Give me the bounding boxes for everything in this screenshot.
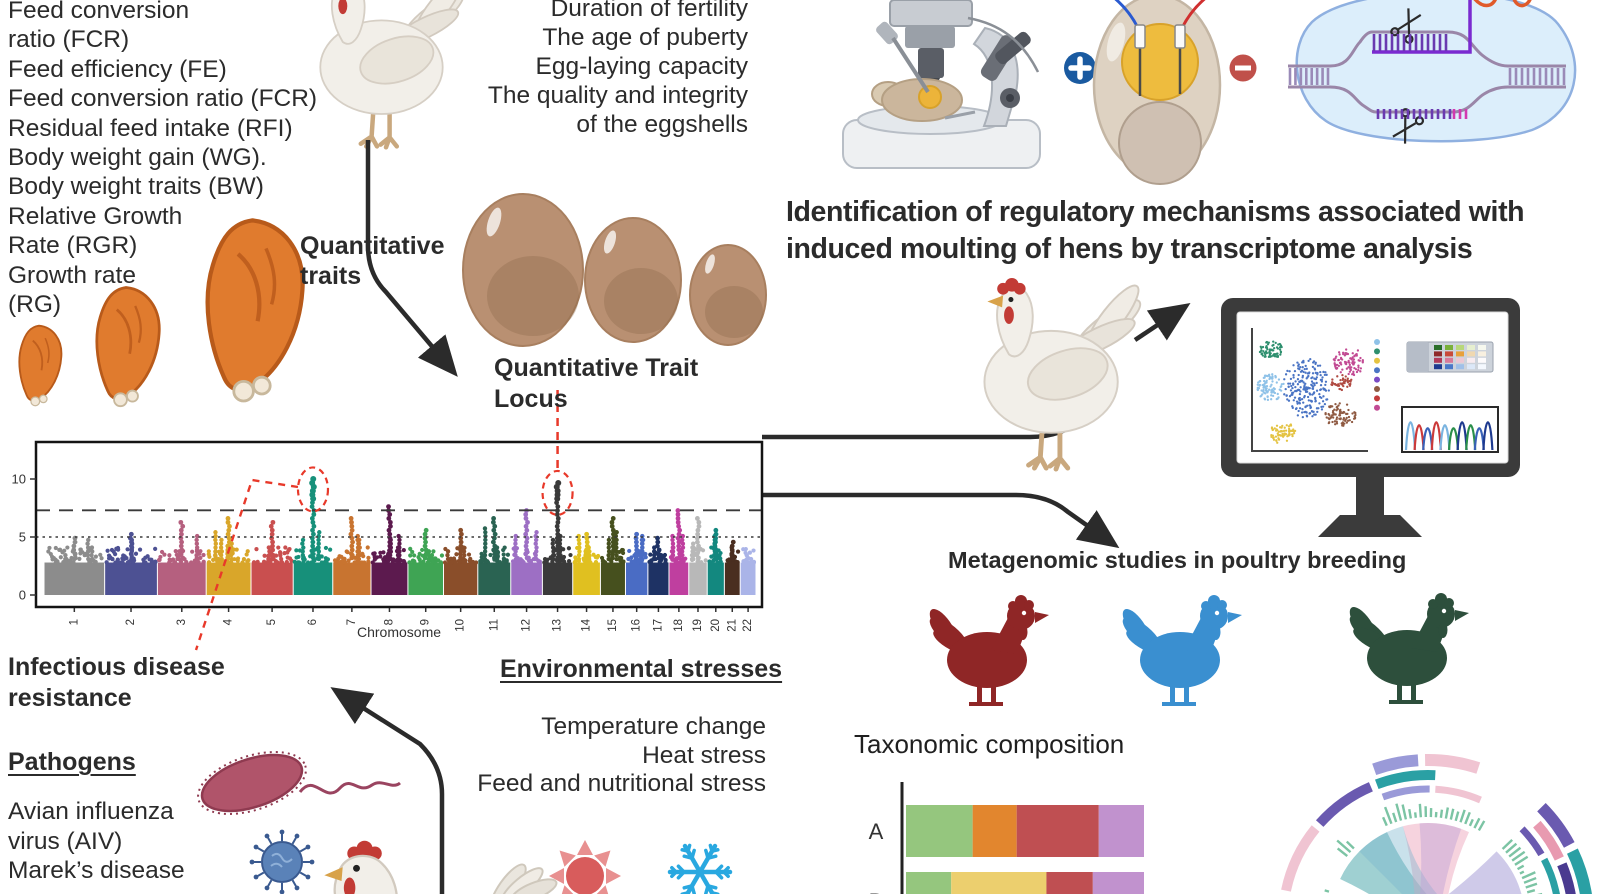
eggs-illustration	[462, 193, 767, 347]
svg-text:19: 19	[692, 619, 704, 632]
flow-arrows	[330, 140, 458, 894]
svg-text:2: 2	[125, 619, 137, 625]
svg-text:9: 9	[420, 619, 432, 625]
crispr-cas9-illustration	[1288, 0, 1577, 144]
hen-illustration-middle	[984, 278, 1146, 469]
svg-text:15: 15	[607, 619, 619, 632]
svg-text:10: 10	[455, 619, 467, 632]
environmental-stresses-heading: Environmental stresses	[500, 655, 783, 683]
chicken-head-bottom	[324, 840, 398, 894]
text-line: virus (AIV)	[8, 827, 123, 855]
svg-text:0: 0	[19, 588, 26, 603]
qtl-label: Quantitative Trait Locus	[494, 354, 699, 413]
svg-text:18: 18	[673, 619, 685, 632]
svg-text:20: 20	[710, 619, 722, 632]
svg-text:5: 5	[19, 530, 26, 545]
text-line: Duration of fertility	[550, 0, 748, 22]
metagenomic-heading: Metagenomic studies in poultry breeding	[948, 547, 1407, 573]
transcriptome-heading: Identification of regulatory mechanisms …	[786, 196, 1525, 265]
infectious-disease-label: Infectious disease resistance	[8, 653, 225, 712]
text-line: (RG)	[8, 291, 62, 319]
circos-chord-diagram	[1281, 754, 1592, 894]
chicken-silhouette-red	[924, 595, 1049, 706]
svg-text:21: 21	[726, 619, 738, 632]
text-line: Feed conversion	[8, 0, 190, 24]
quantitative-traits-arrow	[365, 140, 458, 377]
quantitative-traits-label: Quantitative traits	[300, 232, 445, 290]
text-line: Marek’s disease	[8, 857, 185, 884]
text-line: Feed efficiency (FE)	[8, 55, 227, 83]
stress-to-plot-arrow	[330, 687, 445, 894]
pathogens-heading: Pathogens	[8, 748, 136, 776]
text-line: Growth rate	[8, 261, 136, 289]
chicken-silhouette-blue	[1117, 595, 1242, 706]
svg-text:6: 6	[307, 619, 319, 625]
svg-text:8: 8	[383, 619, 395, 625]
text-line: Avian influenza	[8, 798, 174, 825]
taxonomic-composition-chart: AB	[869, 782, 1144, 894]
text-line: Heat stress	[642, 741, 766, 769]
tsne-plot	[1251, 328, 1380, 452]
chicken-silhouette-green	[1344, 593, 1469, 704]
svg-text:3: 3	[176, 619, 188, 625]
svg-text:5: 5	[266, 619, 278, 625]
bacterium-illustration	[197, 751, 401, 815]
text-line: The quality and integrity	[487, 82, 748, 109]
text-line: Residual feed intake (RFI)	[8, 114, 293, 142]
svg-text:12: 12	[521, 619, 533, 632]
svg-text:17: 17	[652, 619, 664, 632]
text-line: Body weight gain (WG).	[8, 144, 267, 172]
svg-text:B: B	[869, 889, 884, 894]
svg-text:16: 16	[631, 619, 643, 632]
sun-icon	[549, 840, 621, 894]
virus-icon	[249, 829, 315, 894]
text-line: The age of puberty	[542, 24, 748, 51]
hen-to-monitor-arrow	[1133, 303, 1191, 342]
text-line: Relative Growth	[8, 202, 183, 230]
text-line: ratio (FCR)	[8, 26, 130, 54]
svg-text:10: 10	[12, 472, 26, 487]
svg-text:11: 11	[488, 619, 500, 631]
microarray-slide	[1406, 341, 1494, 373]
text-line: Rate (RGR)	[8, 232, 138, 260]
text-line: Egg-laying capacity	[535, 53, 748, 80]
silhouette-chickens	[924, 593, 1469, 706]
text-line: Feed and nutritional stress	[477, 770, 766, 798]
egg-electroporation-illustration	[1092, 0, 1222, 185]
minus-icon	[1229, 54, 1257, 82]
svg-text:Chromosome: Chromosome	[357, 624, 441, 640]
svg-text:7: 7	[346, 619, 358, 625]
svg-text:14: 14	[581, 618, 593, 631]
text-line: of the eggshells	[576, 111, 748, 138]
plus-icon	[1064, 52, 1096, 84]
svg-text:22: 22	[742, 619, 754, 632]
microscope-illustration	[842, 0, 1041, 169]
svg-text:1: 1	[68, 619, 80, 625]
text-line: Feed conversion ratio (FCR)	[8, 85, 318, 113]
text-line: Temperature change	[541, 713, 766, 740]
svg-text:A: A	[869, 819, 884, 844]
monitor-illustration	[1221, 298, 1520, 537]
snowflake-icon	[667, 843, 733, 894]
svg-text:4: 4	[223, 618, 235, 625]
chicken-wing-bottom	[489, 863, 558, 894]
sanger-chromatogram	[1401, 406, 1499, 453]
svg-text:13: 13	[552, 619, 564, 632]
text-line: Body weight traits (BW)	[8, 173, 264, 201]
taxonomic-heading: Taxonomic composition	[854, 729, 1125, 759]
